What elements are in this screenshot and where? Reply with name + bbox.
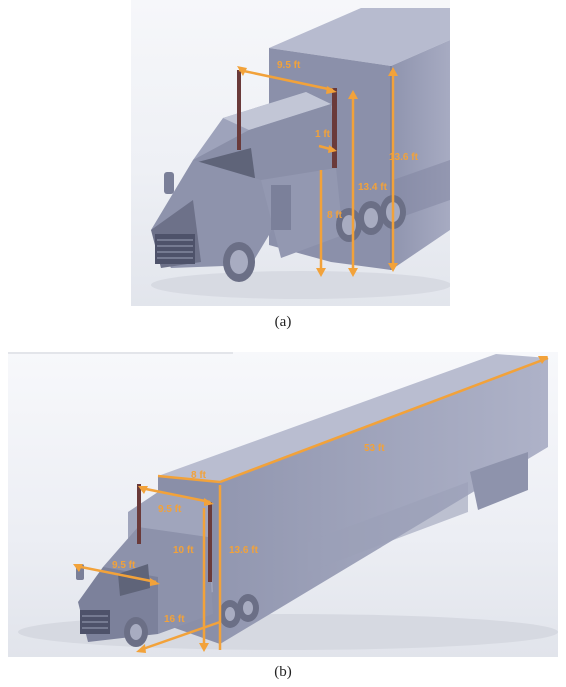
wheels [124, 594, 259, 647]
ground-shadow [151, 271, 450, 299]
tractor-cab [151, 92, 343, 268]
dim-label-trailer-front-height: 13.4 ft [358, 182, 388, 193]
panel-b-drawing: 8 ft 53 ft 9.5 ft 9.5 ft 10 ft 13.6 ft 1… [8, 352, 558, 657]
dimension-lines [237, 66, 398, 277]
dim-label-trailer-height: 13.6 ft [389, 152, 419, 163]
panel-a-drawing: 9.5 ft 1 ft 8 ft 13.4 ft 13.6 ft [131, 0, 450, 306]
trailer [158, 354, 548, 644]
dim-label-cab-top-width: 9.5 ft [158, 504, 182, 515]
panel-b-figure: 8 ft 53 ft 9.5 ft 9.5 ft 10 ft 13.6 ft 1… [8, 352, 558, 657]
caption-b: (b) [274, 664, 292, 680]
tractor-cab [76, 492, 213, 642]
dim-label-cab-side-height: 8 ft [327, 210, 343, 221]
exhaust-stacks [237, 70, 337, 168]
dim-label-trailer-height: 13.6 ft [229, 545, 259, 556]
dim-label-fairing-gap: 1 ft [315, 129, 331, 140]
dim-label-cab-length: 16 ft [164, 614, 185, 625]
panel-a-figure: 9.5 ft 1 ft 8 ft 13.4 ft 13.6 ft [131, 0, 450, 306]
dim-label-cab-front-width: 9.5 ft [112, 560, 136, 571]
dim-label-trailer-length: 53 ft [364, 443, 385, 454]
exhaust-stacks [137, 484, 212, 582]
side-mirror [164, 172, 174, 194]
dim-label-cab-height: 10 ft [173, 545, 194, 556]
caption-a: (a) [274, 314, 292, 330]
dim-label-cab-gap: 9.5 ft [277, 60, 301, 71]
dim-label-trailer-width: 8 ft [191, 470, 207, 481]
dimension-lines [73, 356, 549, 653]
